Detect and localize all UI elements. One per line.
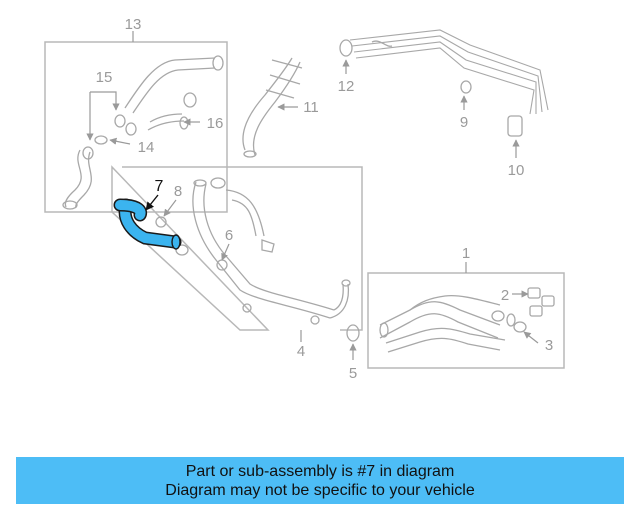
hose-7-highlighted (113, 198, 182, 250)
clamp-16 (179, 92, 197, 130)
callout-9: 9 (460, 114, 468, 131)
callout-3: 3 (545, 337, 553, 354)
clamp-5 (346, 324, 360, 342)
callout-5: 5 (349, 365, 357, 382)
clamp-14 (82, 135, 108, 160)
hose-6 (210, 177, 275, 253)
banner-line-disclaimer: Diagram may not be specific to your vehi… (165, 481, 475, 499)
callout-10: 10 (508, 162, 525, 179)
hose-assembly-13 (62, 55, 224, 210)
clamp-3 (506, 313, 527, 333)
assembly-box-1 (367, 272, 565, 369)
bracket-10 (507, 115, 523, 137)
callout-15: 15 (96, 69, 113, 86)
callout-2: 2 (501, 287, 509, 304)
callout-11: 11 (303, 99, 319, 116)
callout-1: 1 (462, 245, 470, 262)
callout-8: 8 (174, 183, 182, 200)
assembly-box-4 (111, 165, 363, 331)
callout-16: 16 (207, 115, 224, 132)
callout-14: 14 (138, 139, 155, 156)
pipe-assembly-4 (192, 179, 351, 325)
banner-line-part: Part or sub-assembly is #7 in diagram (185, 462, 455, 480)
tube-assembly-9 (339, 29, 549, 115)
callout-7-highlighted: 7 (155, 178, 164, 195)
info-banner: Part or sub-assembly is #7 in diagram Di… (16, 457, 624, 504)
leader-lines (86, 31, 539, 360)
hose-11 (242, 57, 303, 158)
clamp-8 (155, 216, 189, 256)
callout-4: 4 (297, 343, 305, 360)
callout-13: 13 (125, 16, 142, 33)
callout-12: 12 (338, 78, 355, 95)
hose-assembly-1 (379, 294, 506, 353)
clamp-2 (527, 287, 555, 317)
clamp-15 (114, 114, 137, 136)
callout-6: 6 (225, 227, 233, 244)
